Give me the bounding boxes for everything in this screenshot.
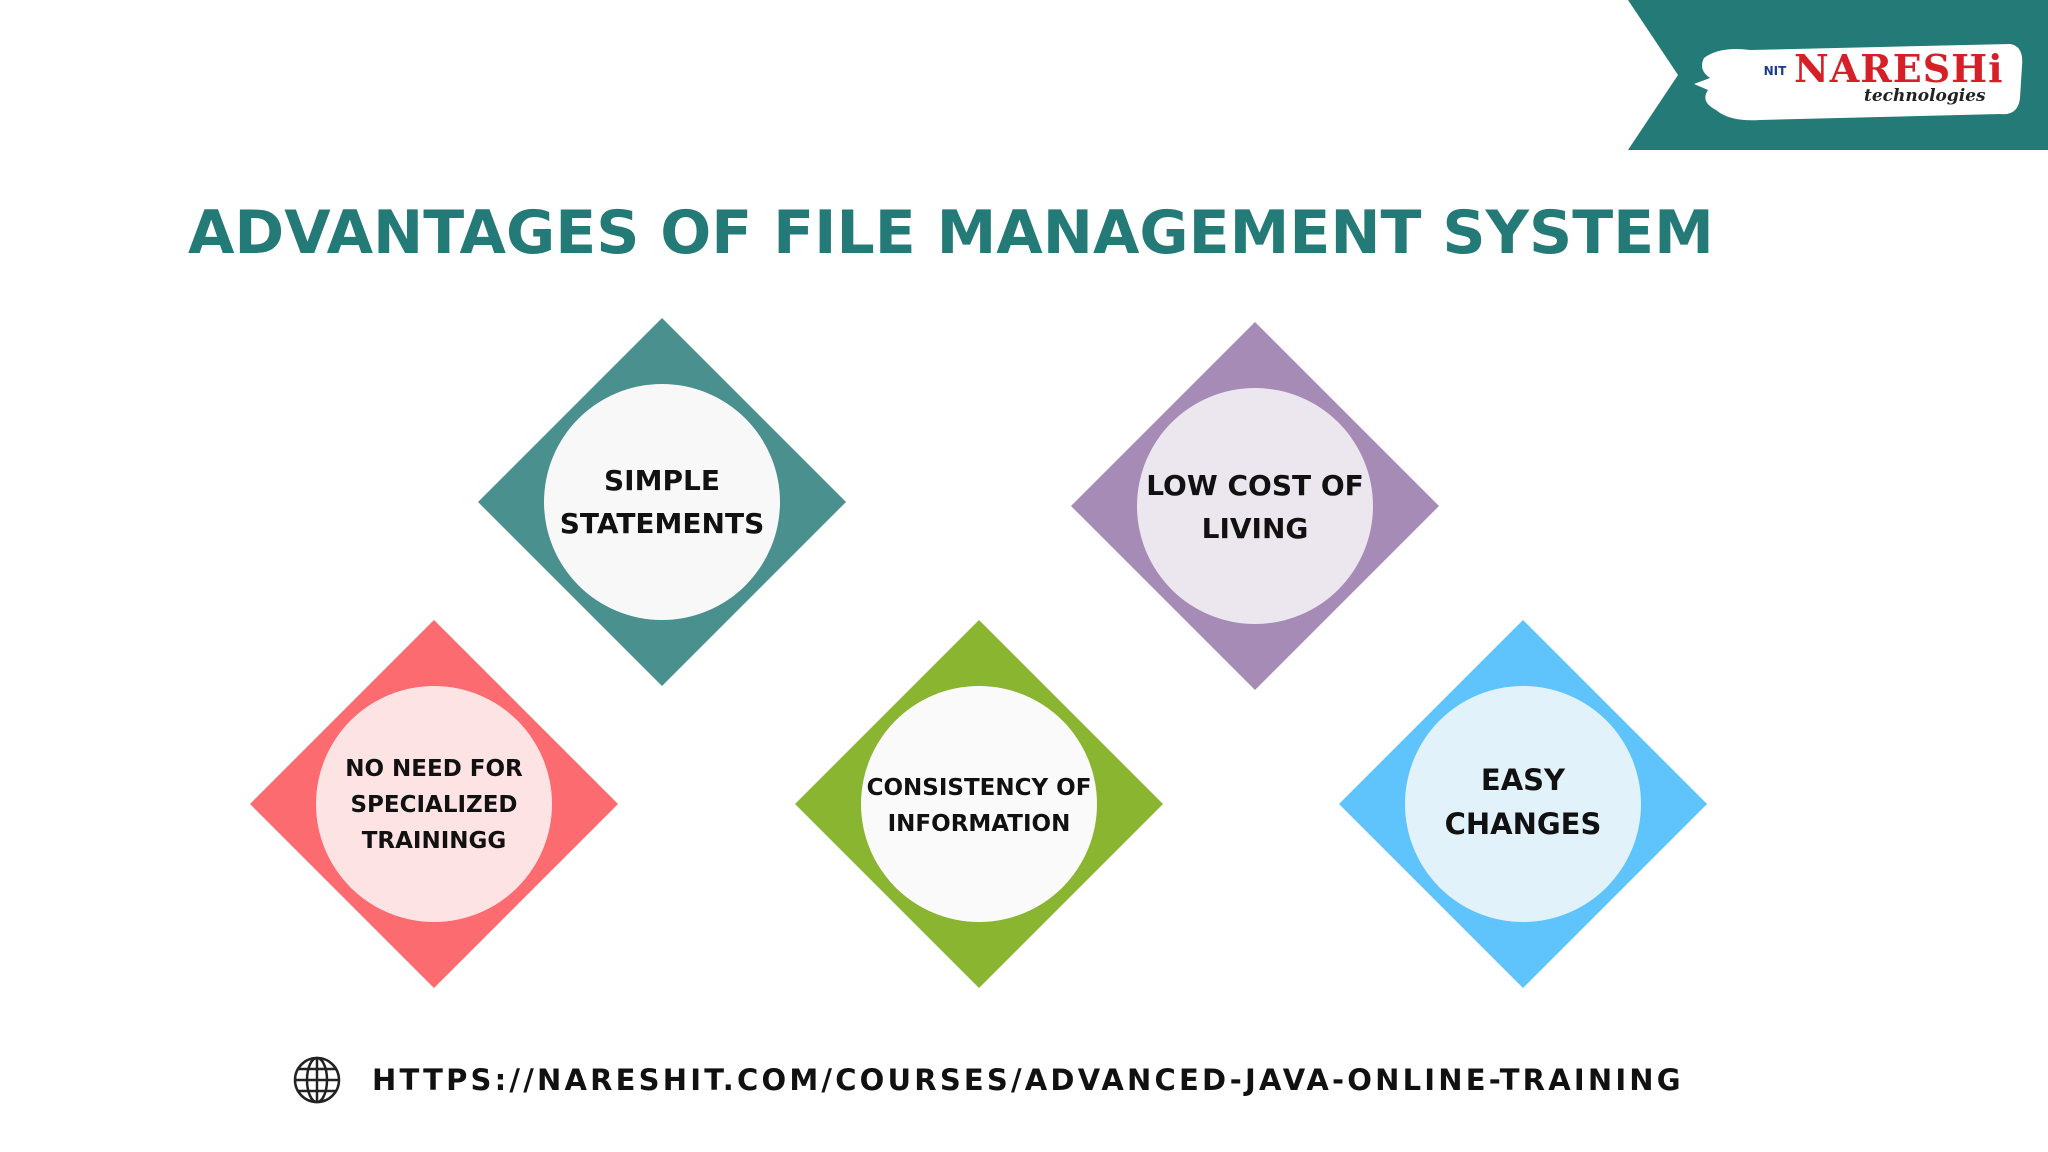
brand-logo[interactable]: NIT NARESHi technologies [1698, 44, 2028, 120]
page-title: ADVANTAGES OF FILE MANAGEMENT SYSTEM [188, 198, 1714, 268]
item-label-easy-changes: EASY CHANGES [1444, 763, 1602, 841]
logo-ribbon [1694, 44, 2023, 121]
diamond-simple-statements [478, 318, 846, 686]
item-label-consistency-of-information: CONSISTENCY OF INFORMATION [866, 775, 1092, 837]
logo-mark: NIT [1763, 64, 1787, 78]
diamond-low-cost-of-living [1071, 322, 1439, 690]
diamond-no-need-for-training [250, 620, 618, 988]
footer-url[interactable]: HTTPS://NARESHIT.COM/COURSES/ADVANCED-JA… [372, 1063, 1684, 1097]
diamond-consistency-of-information [795, 620, 1163, 988]
footer-link[interactable]: HTTPS://NARESHIT.COM/COURSES/ADVANCED-JA… [292, 1052, 1684, 1108]
logo-text: NARESHi [1794, 46, 2004, 91]
item-label-simple-statements: SIMPLE STATEMENTS [559, 464, 765, 540]
item-label-low-cost-of-living: LOW COST OF LIVING [1146, 469, 1364, 545]
item-label-no-need-for-training: NO NEED FOR SPECIALIZED TRAININGG [345, 756, 523, 854]
logo-subtext: technologies [1864, 86, 1986, 106]
diamond-easy-changes [1339, 620, 1707, 988]
globe-icon [293, 1056, 341, 1104]
